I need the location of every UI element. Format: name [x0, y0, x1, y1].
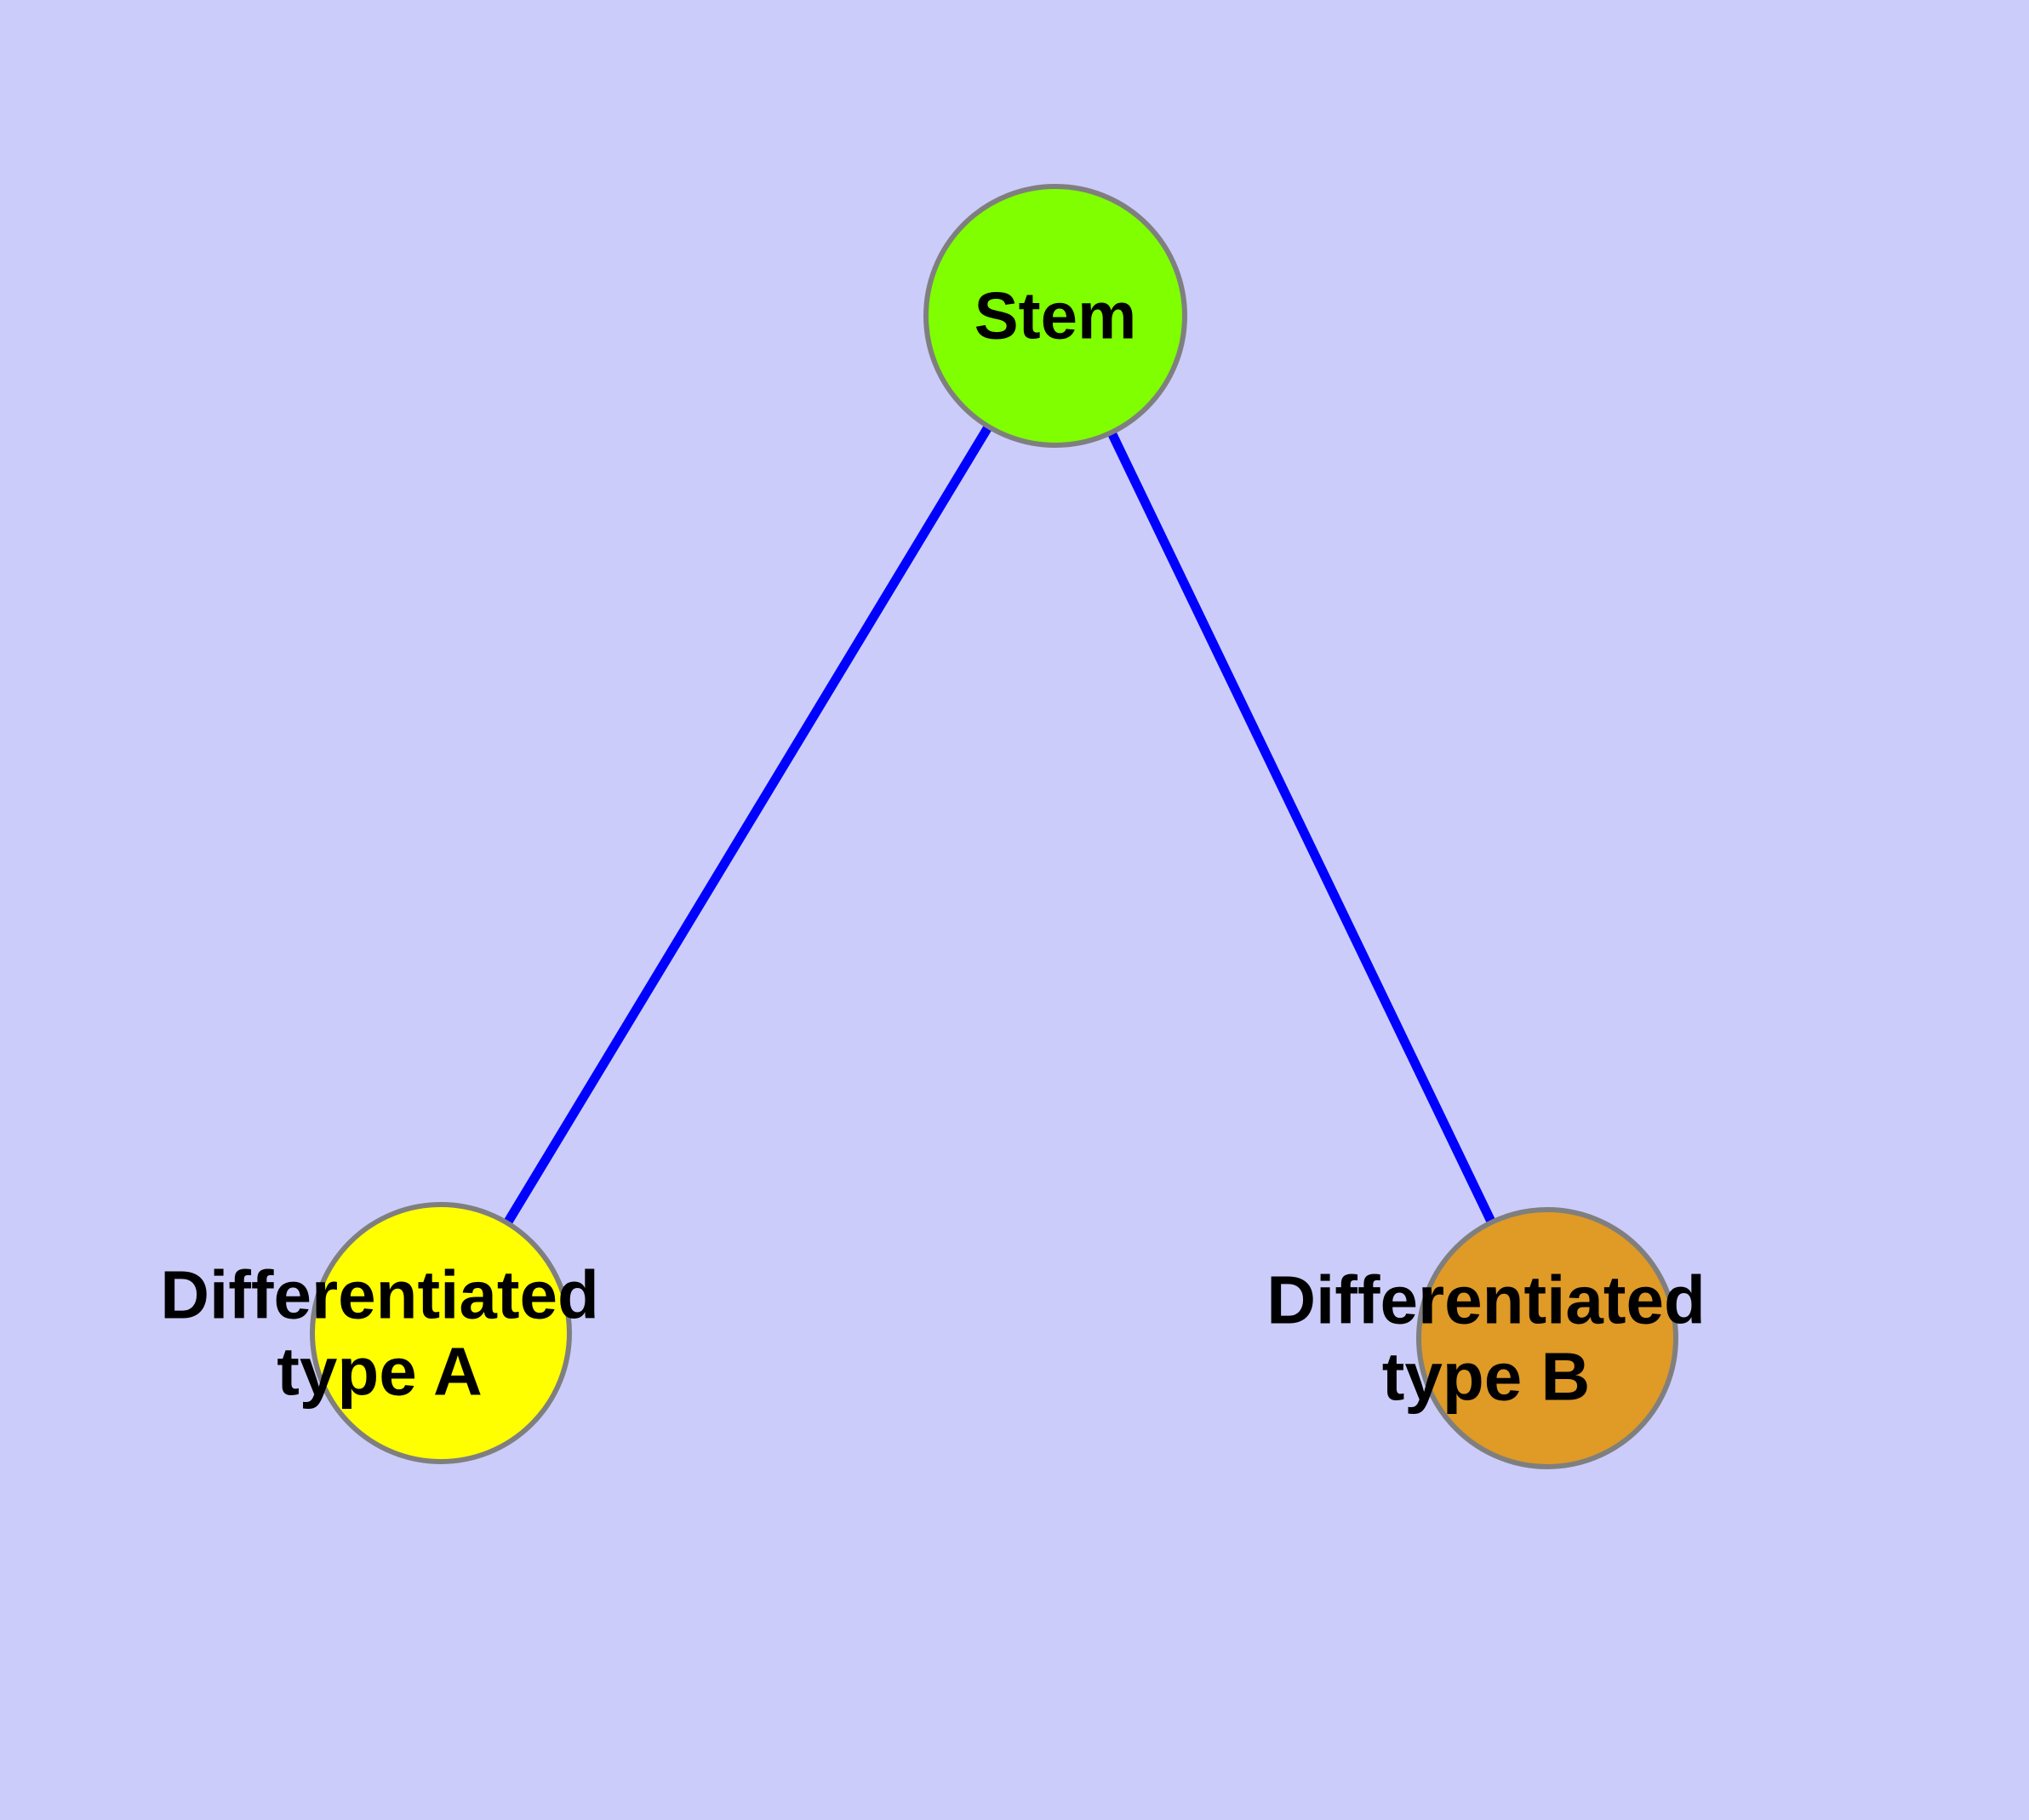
node-layer — [310, 184, 1678, 1469]
edge-layer — [437, 313, 1552, 1341]
graph-edge-stem-to-diff-b[interactable] — [1051, 313, 1552, 1341]
graph-node-diff-a[interactable] — [310, 1202, 572, 1464]
graph-edge-stem-to-diff-a[interactable] — [437, 313, 1060, 1336]
graph-node-stem[interactable] — [923, 184, 1187, 448]
graph-node-diff-b[interactable] — [1416, 1207, 1678, 1469]
